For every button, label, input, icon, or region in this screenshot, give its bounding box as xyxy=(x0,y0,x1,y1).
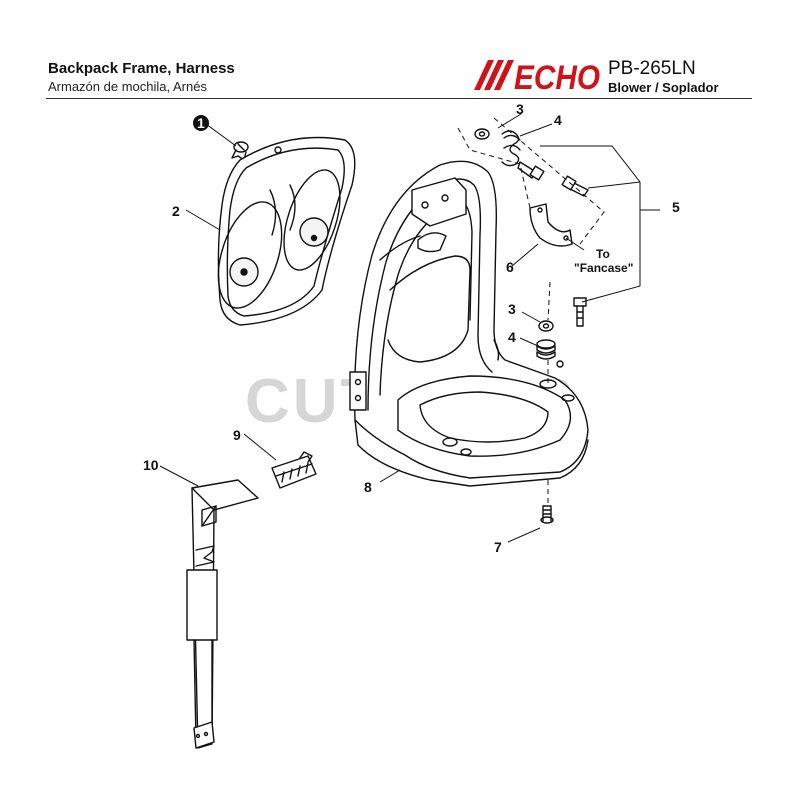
page-title: Backpack Frame, Harness xyxy=(48,60,235,77)
logo-speed-stripes xyxy=(474,60,514,90)
callout-2: 2 xyxy=(172,203,180,219)
dashed-assembly-lines xyxy=(457,117,605,504)
callout-8: 8 xyxy=(364,479,372,495)
part-8-frame xyxy=(349,160,589,487)
echo-logo: ECHO xyxy=(474,59,600,92)
part-10-strap xyxy=(186,479,259,749)
part-3-washer-lower xyxy=(538,320,554,332)
callout-4-lower: 4 xyxy=(508,329,516,345)
part-4-spring-top xyxy=(501,130,521,167)
callout-9: 9 xyxy=(233,427,241,443)
callout-1: 1 xyxy=(197,115,205,131)
leader-lines xyxy=(159,113,660,543)
logo-wordmark: ECHO xyxy=(514,59,600,92)
part-3-washer-top xyxy=(474,128,490,140)
callout-5: 5 xyxy=(672,199,680,215)
part-6-bracket xyxy=(529,203,573,247)
callout-4-top: 4 xyxy=(554,112,562,128)
callout-10: 10 xyxy=(143,457,159,473)
part-1-rivet xyxy=(231,141,249,161)
callout-3-top: 3 xyxy=(516,101,524,117)
product-name: Blower / Soplador xyxy=(608,80,719,95)
note-to: To xyxy=(596,247,610,261)
callout-1-badge xyxy=(193,115,209,131)
callout-7: 7 xyxy=(494,539,502,555)
part-5-bolts xyxy=(517,161,589,327)
model-number: PB-265LN xyxy=(608,58,696,79)
part-4-spring-lower xyxy=(536,339,564,368)
part-7-screw xyxy=(540,505,554,524)
part-9-buckle xyxy=(271,451,317,489)
part-2-back-pad xyxy=(217,136,356,326)
callout-3-lower: 3 xyxy=(508,301,516,317)
header-divider xyxy=(46,98,752,100)
note-fancase: "Fancase" xyxy=(574,261,633,275)
page-subtitle: Armazón de mochila, Arnés xyxy=(48,79,207,94)
callout-6: 6 xyxy=(506,259,514,275)
